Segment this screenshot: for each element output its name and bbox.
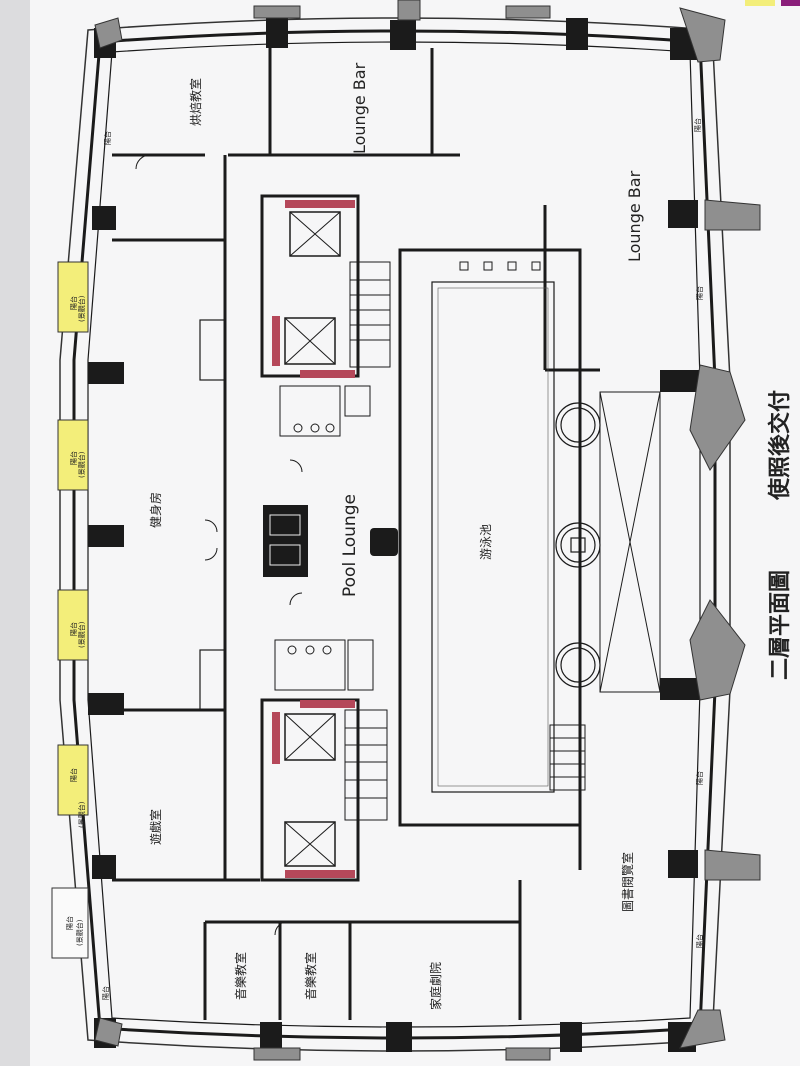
balcony-label: 陽台 <box>69 622 78 636</box>
gray-bays <box>94 0 761 1061</box>
pool-inner-line <box>437 287 549 787</box>
lounge-center-column <box>370 528 398 556</box>
plan-title: 二層平面圖 <box>768 570 793 680</box>
yellow-zone-2 <box>57 419 89 491</box>
restrooms <box>274 385 374 691</box>
elevator-car-4 <box>284 821 336 867</box>
elevator-hatch <box>272 712 280 764</box>
elevator-hatch <box>300 370 355 378</box>
column <box>668 200 698 228</box>
music-room-1-label: 音樂教室 <box>233 952 248 1000</box>
game-room-label: 遊戲室 <box>148 809 163 845</box>
balcony-label: 陽台 <box>695 771 704 785</box>
pool-deck-markers <box>459 261 541 271</box>
lounge-bar-top-label: Lounge Bar <box>350 62 369 154</box>
elevator-car-1 <box>289 211 341 257</box>
balcony-note: (景觀台) <box>77 295 86 322</box>
column <box>386 1022 412 1052</box>
balcony-label: 陽台 <box>695 286 704 300</box>
elevator-hatch <box>285 200 355 208</box>
column <box>560 1022 582 1052</box>
music-room-2-label: 音樂教室 <box>303 952 318 1000</box>
column <box>660 678 700 700</box>
atrium-void <box>599 391 661 693</box>
yellow-zone-4 <box>57 744 89 816</box>
balcony-labels: 陽台 陽台 (景觀台) 陽台 (景觀台) 陽台 (景觀台) 陽台 (景觀台) 陽… <box>65 118 704 1000</box>
balcony-label: 陽台 <box>69 296 78 310</box>
elevator-car-2 <box>284 317 336 365</box>
balcony-label: 陽台 <box>65 916 74 930</box>
balcony-label: 陽台 <box>693 118 702 132</box>
balcony-note: (景觀台) <box>77 451 86 478</box>
column <box>660 370 700 392</box>
doors <box>135 154 303 936</box>
column <box>260 1022 282 1052</box>
gym-label: 健身房 <box>148 492 163 528</box>
column <box>92 855 116 879</box>
family-theater-label: 家庭劇院 <box>428 962 443 1010</box>
lounge-bar-right-label: Lounge Bar <box>625 170 644 262</box>
column <box>566 18 588 50</box>
stairs <box>344 261 586 821</box>
pool-label: 游泳池 <box>479 524 493 560</box>
legend-swatch-purple <box>781 0 800 6</box>
yellow-zone-3 <box>57 589 89 661</box>
column <box>88 693 124 715</box>
column <box>88 362 124 384</box>
balcony-note: (景觀台) <box>77 621 86 648</box>
balcony-label: 陽台 <box>69 451 78 465</box>
yellow-zone-1 <box>57 261 89 333</box>
balcony-label: 陽台 <box>103 131 112 145</box>
balcony-label: 陽台 <box>695 934 704 948</box>
elevator-hatch <box>300 700 355 708</box>
yellow-balconies <box>51 261 89 959</box>
column <box>266 18 288 48</box>
balcony-label: 陽台 <box>101 986 110 1000</box>
elevator-hatch <box>272 316 280 366</box>
legend-swatch-yellow <box>745 0 775 6</box>
balcony-box-bottom <box>51 887 89 959</box>
column <box>88 525 124 547</box>
column <box>668 850 698 878</box>
balcony-note: (景觀台) <box>75 919 84 946</box>
pool-basin <box>431 281 555 793</box>
inner-wall <box>87 41 701 1028</box>
pool-lounge-label: Pool Lounge <box>340 494 360 597</box>
library-label: 圖書閱覽室 <box>620 852 635 912</box>
binding-shadow <box>0 0 30 1066</box>
gym-benches <box>199 319 226 711</box>
balcony-label: 陽台 <box>69 768 78 782</box>
column <box>92 206 116 230</box>
column <box>390 20 416 50</box>
balcony-note: (景觀台) <box>77 801 86 828</box>
elevator-car-3 <box>284 713 336 761</box>
plan-subtitle: 使照後交付 <box>767 390 793 501</box>
elevators <box>272 200 355 878</box>
elevator-hatch <box>285 870 355 878</box>
crafts-room-label: 烘焙教室 <box>188 78 203 126</box>
